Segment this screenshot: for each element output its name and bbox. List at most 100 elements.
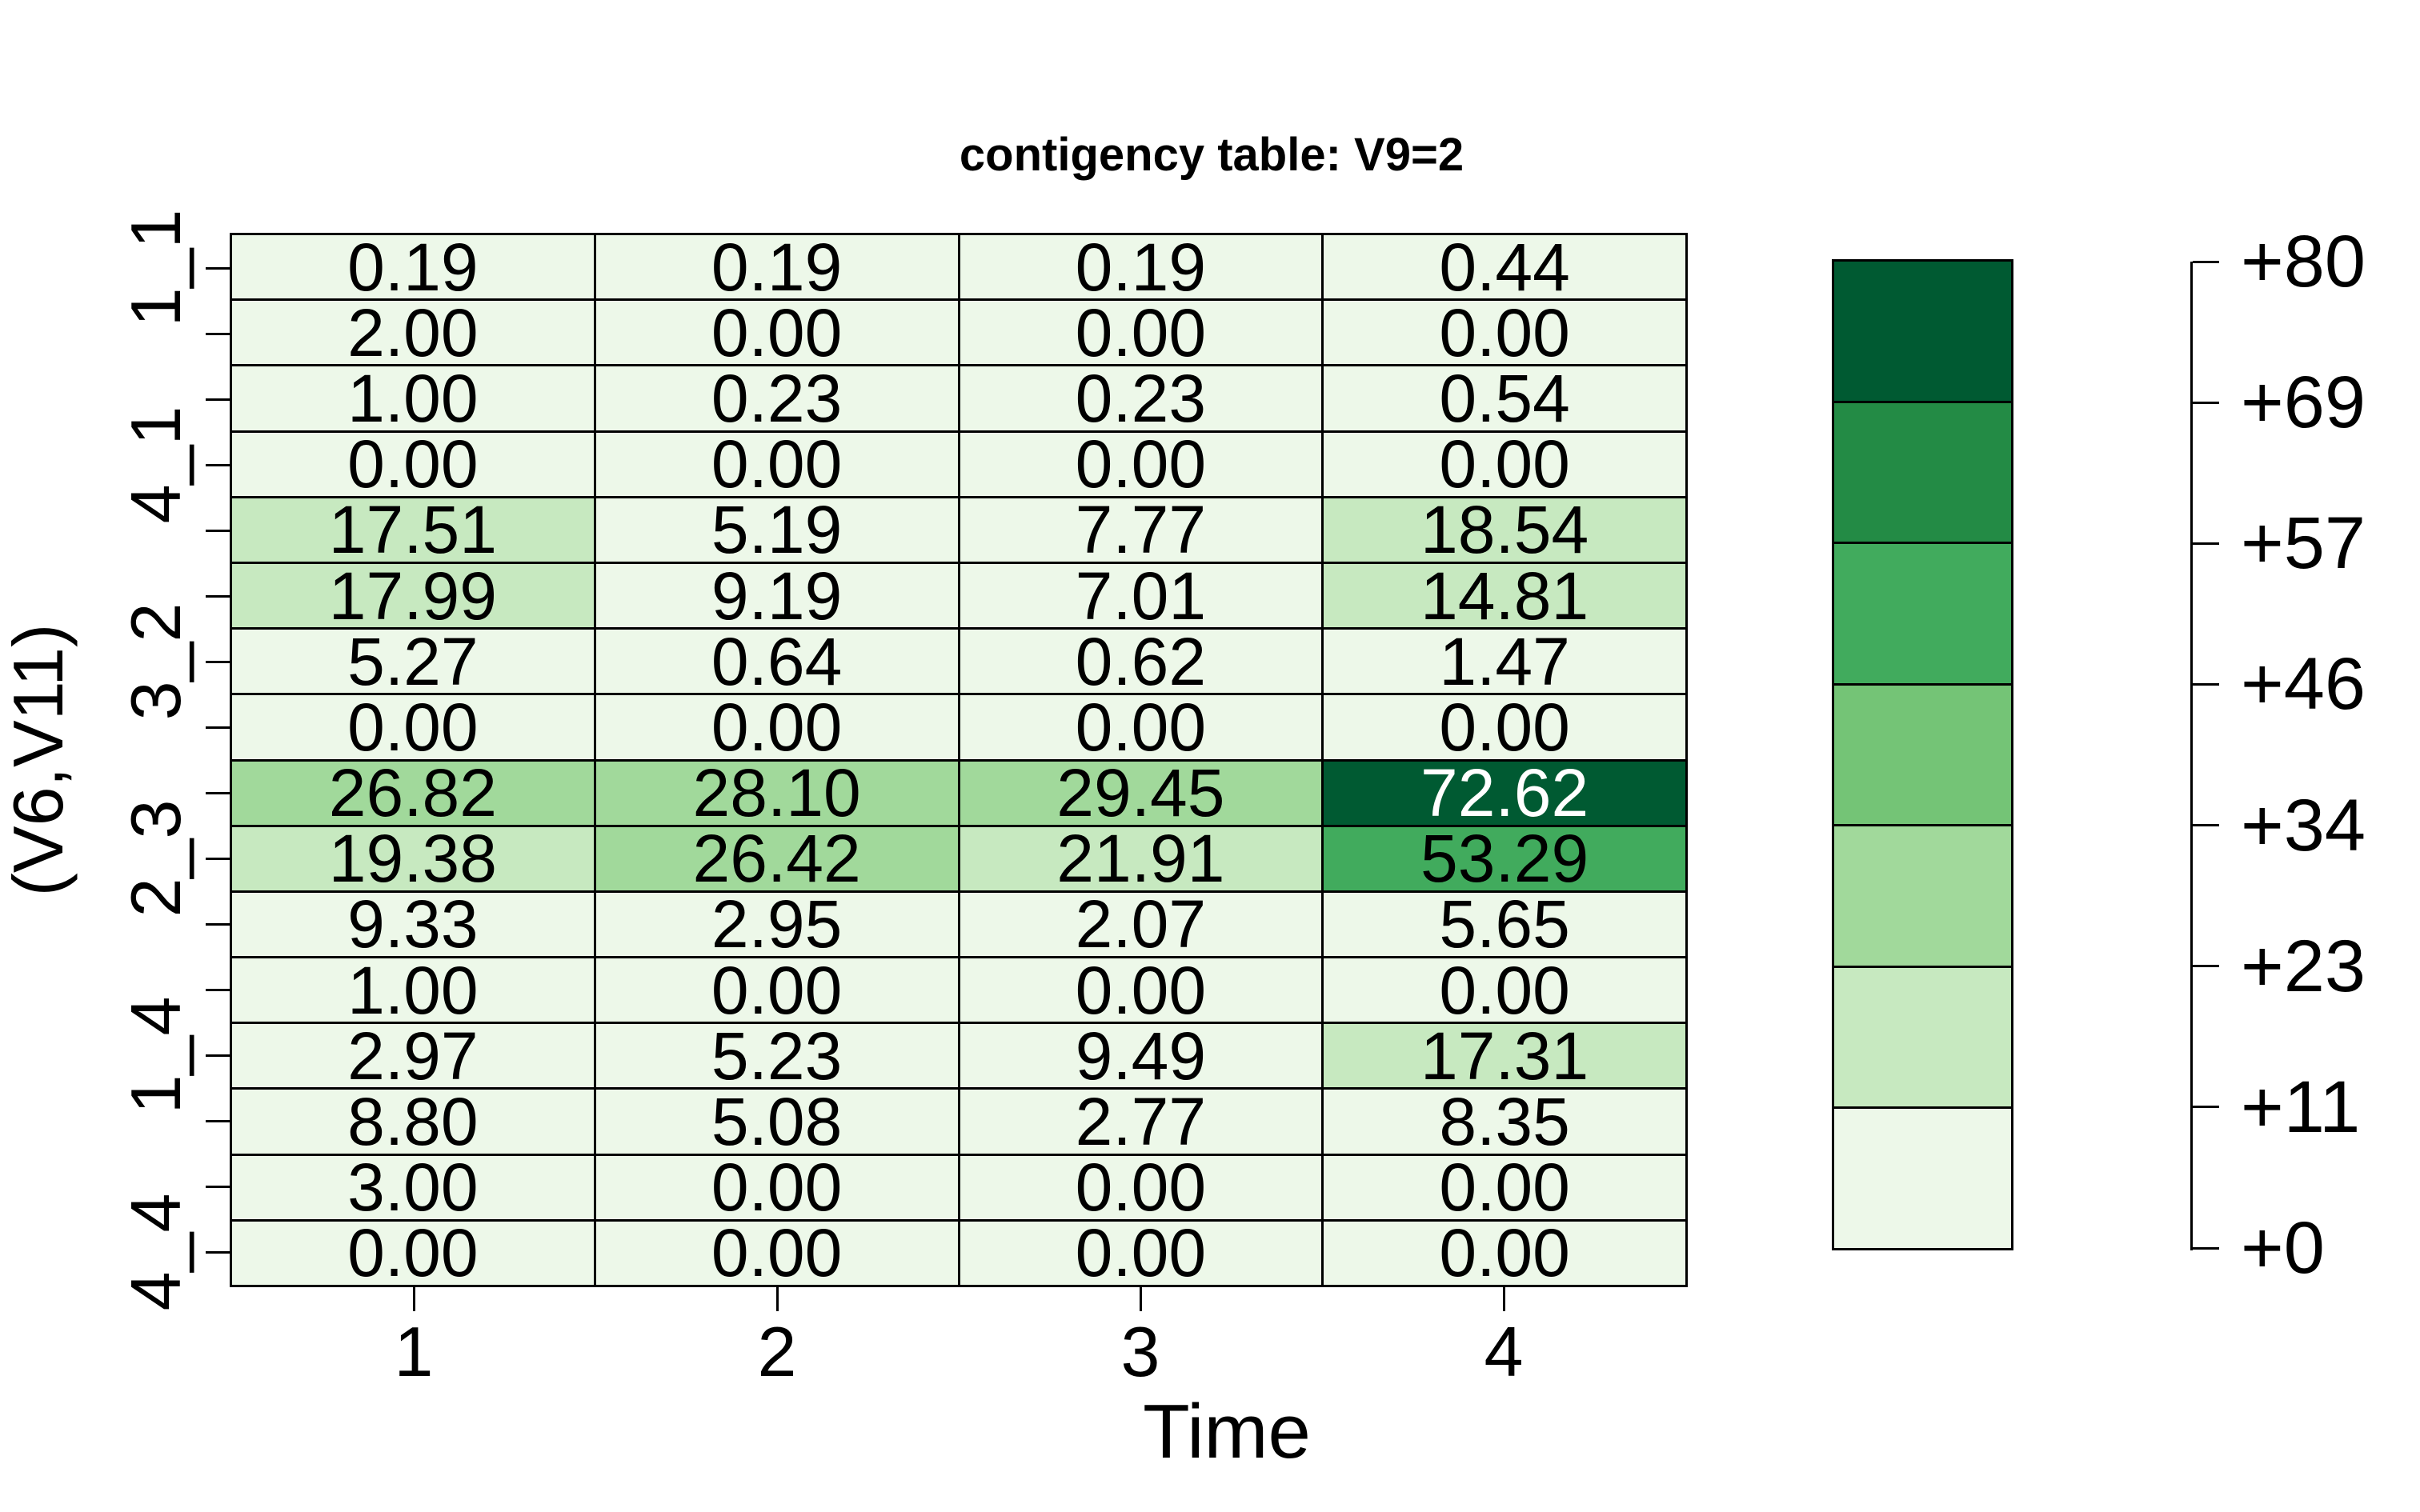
- heatmap-cell: 21.91: [960, 826, 1322, 890]
- y-axis-tick-label: 2_3: [116, 799, 195, 918]
- heatmap-cell: 0.62: [960, 630, 1322, 694]
- heatmap-cell: 0.23: [960, 366, 1322, 430]
- heatmap-cell: 0.00: [595, 958, 958, 1022]
- x-axis-tick-mark: [1139, 1285, 1142, 1311]
- heatmap-cell: 0.00: [1324, 301, 1685, 365]
- chart-title: contigency table: V9=2: [959, 129, 1464, 181]
- heatmap-cell: 29.45: [960, 761, 1322, 825]
- y-axis-tick-label: 1_1: [116, 209, 195, 327]
- legend-tick-label: +80: [2241, 221, 2366, 302]
- heatmap-cell: 2.95: [595, 892, 958, 957]
- y-axis-tick-mark: [206, 922, 232, 926]
- legend-color-bar: [1832, 259, 2013, 1250]
- y-axis-tick-mark: [206, 857, 232, 860]
- legend-color-segment: [1834, 402, 2011, 542]
- heatmap-cell: 0.00: [960, 958, 1322, 1022]
- heatmap-cell: 0.00: [960, 695, 1322, 759]
- heatmap-cell: 26.42: [595, 826, 958, 890]
- legend-color-segment: [1834, 544, 2011, 683]
- x-axis-title: Time: [1143, 1389, 1311, 1474]
- legend-color-segment: [1834, 826, 2011, 966]
- heatmap-cell: 0.00: [232, 432, 594, 496]
- heatmap-cell: 28.10: [595, 761, 958, 825]
- heatmap-cell: 72.62: [1324, 761, 1685, 825]
- x-axis-tick-label: 4: [1484, 1312, 1524, 1391]
- heatmap-cell: 18.54: [1324, 498, 1685, 562]
- legend-tick-label: +11: [2241, 1066, 2361, 1148]
- y-axis-tick-label: 3_2: [116, 602, 195, 721]
- heatmap-cell: 5.27: [232, 630, 594, 694]
- legend-color-segment: [1834, 1109, 2011, 1248]
- heatmap-cell: 17.51: [232, 498, 594, 562]
- legend-tick-label: +34: [2241, 784, 2366, 866]
- x-axis-tick-mark: [412, 1285, 415, 1311]
- legend-tick-mark: [2193, 260, 2219, 263]
- heatmap-cell: 0.00: [232, 1221, 594, 1285]
- heatmap-cell: 2.07: [960, 892, 1322, 957]
- heatmap-cell: 0.54: [1324, 366, 1685, 430]
- legend-tick-label: +46: [2241, 643, 2366, 726]
- heatmap-cell: 0.00: [595, 301, 958, 365]
- heatmap-cell: 0.19: [960, 235, 1322, 299]
- y-axis-tick-mark: [206, 1119, 232, 1122]
- y-axis-tick-mark: [206, 726, 232, 729]
- legend-tick-label: +23: [2241, 925, 2366, 1007]
- y-axis-tick-mark: [206, 463, 232, 466]
- heatmap-cell: 53.29: [1324, 826, 1685, 890]
- heatmap-cell: 7.01: [960, 563, 1322, 628]
- heatmap-cell: 1.00: [232, 366, 594, 430]
- heatmap-cell: 17.99: [232, 563, 594, 628]
- legend-color-segment: [1834, 967, 2011, 1107]
- heatmap-cell: 0.00: [1324, 695, 1685, 759]
- legend-tick-mark: [2193, 542, 2219, 545]
- x-axis-tick-label: 3: [1120, 1312, 1160, 1391]
- x-axis-tick-mark: [775, 1285, 779, 1311]
- y-axis-tick-mark: [206, 1185, 232, 1188]
- y-axis-tick-mark: [206, 791, 232, 794]
- heatmap-cell: 5.08: [595, 1090, 958, 1154]
- y-axis-tick-mark: [206, 266, 232, 270]
- heatmap-cell: 8.35: [1324, 1090, 1685, 1154]
- x-axis-tick-label: 2: [757, 1312, 797, 1391]
- heatmap-cell: 0.00: [1324, 432, 1685, 496]
- heatmap-cell: 1.00: [232, 958, 594, 1022]
- heatmap-cell: 3.00: [232, 1155, 594, 1219]
- heatmap-cell: 0.00: [1324, 1155, 1685, 1219]
- heatmap-cell: 0.00: [960, 432, 1322, 496]
- legend-axis-line: [2190, 262, 2193, 1250]
- y-axis-title: (V6,V11): [0, 623, 78, 897]
- legend-tick-mark: [2193, 401, 2219, 404]
- heatmap-cell: 9.33: [232, 892, 594, 957]
- y-axis-tick-mark: [206, 594, 232, 598]
- heatmap-cell: 0.00: [960, 1155, 1322, 1219]
- y-axis-tick-mark: [206, 988, 232, 991]
- legend-tick-mark: [2193, 824, 2219, 827]
- legend-tick-label: +69: [2241, 362, 2366, 444]
- heatmap-cell: 5.19: [595, 498, 958, 562]
- heatmap-cell: 0.64: [595, 630, 958, 694]
- heatmap-cell: 0.00: [232, 695, 594, 759]
- heatmap-cell: 0.00: [595, 1155, 958, 1219]
- heatmap-cell: 2.77: [960, 1090, 1322, 1154]
- heatmap-cell: 0.00: [595, 695, 958, 759]
- heatmap-cell: 7.77: [960, 498, 1322, 562]
- y-axis-tick-mark: [206, 1250, 232, 1254]
- heatmap-cell: 8.80: [232, 1090, 594, 1154]
- y-axis-tick-mark: [206, 529, 232, 532]
- legend-tick-mark: [2193, 1246, 2219, 1250]
- heatmap-cell: 9.49: [960, 1024, 1322, 1088]
- heatmap-cell: 0.00: [595, 432, 958, 496]
- legend-tick-mark: [2193, 1106, 2219, 1109]
- legend-tick-mark: [2193, 965, 2219, 968]
- heatmap-cell: 0.19: [595, 235, 958, 299]
- y-axis-tick-mark: [206, 660, 232, 663]
- heatmap-cell: 2.00: [232, 301, 594, 365]
- legend-color-segment: [1834, 685, 2011, 825]
- heatmap-cell: 0.00: [1324, 958, 1685, 1022]
- heatmap-cell: 5.65: [1324, 892, 1685, 957]
- x-axis-tick-label: 1: [394, 1312, 434, 1391]
- heatmap-cell: 9.19: [595, 563, 958, 628]
- legend-tick-label: +57: [2241, 502, 2366, 585]
